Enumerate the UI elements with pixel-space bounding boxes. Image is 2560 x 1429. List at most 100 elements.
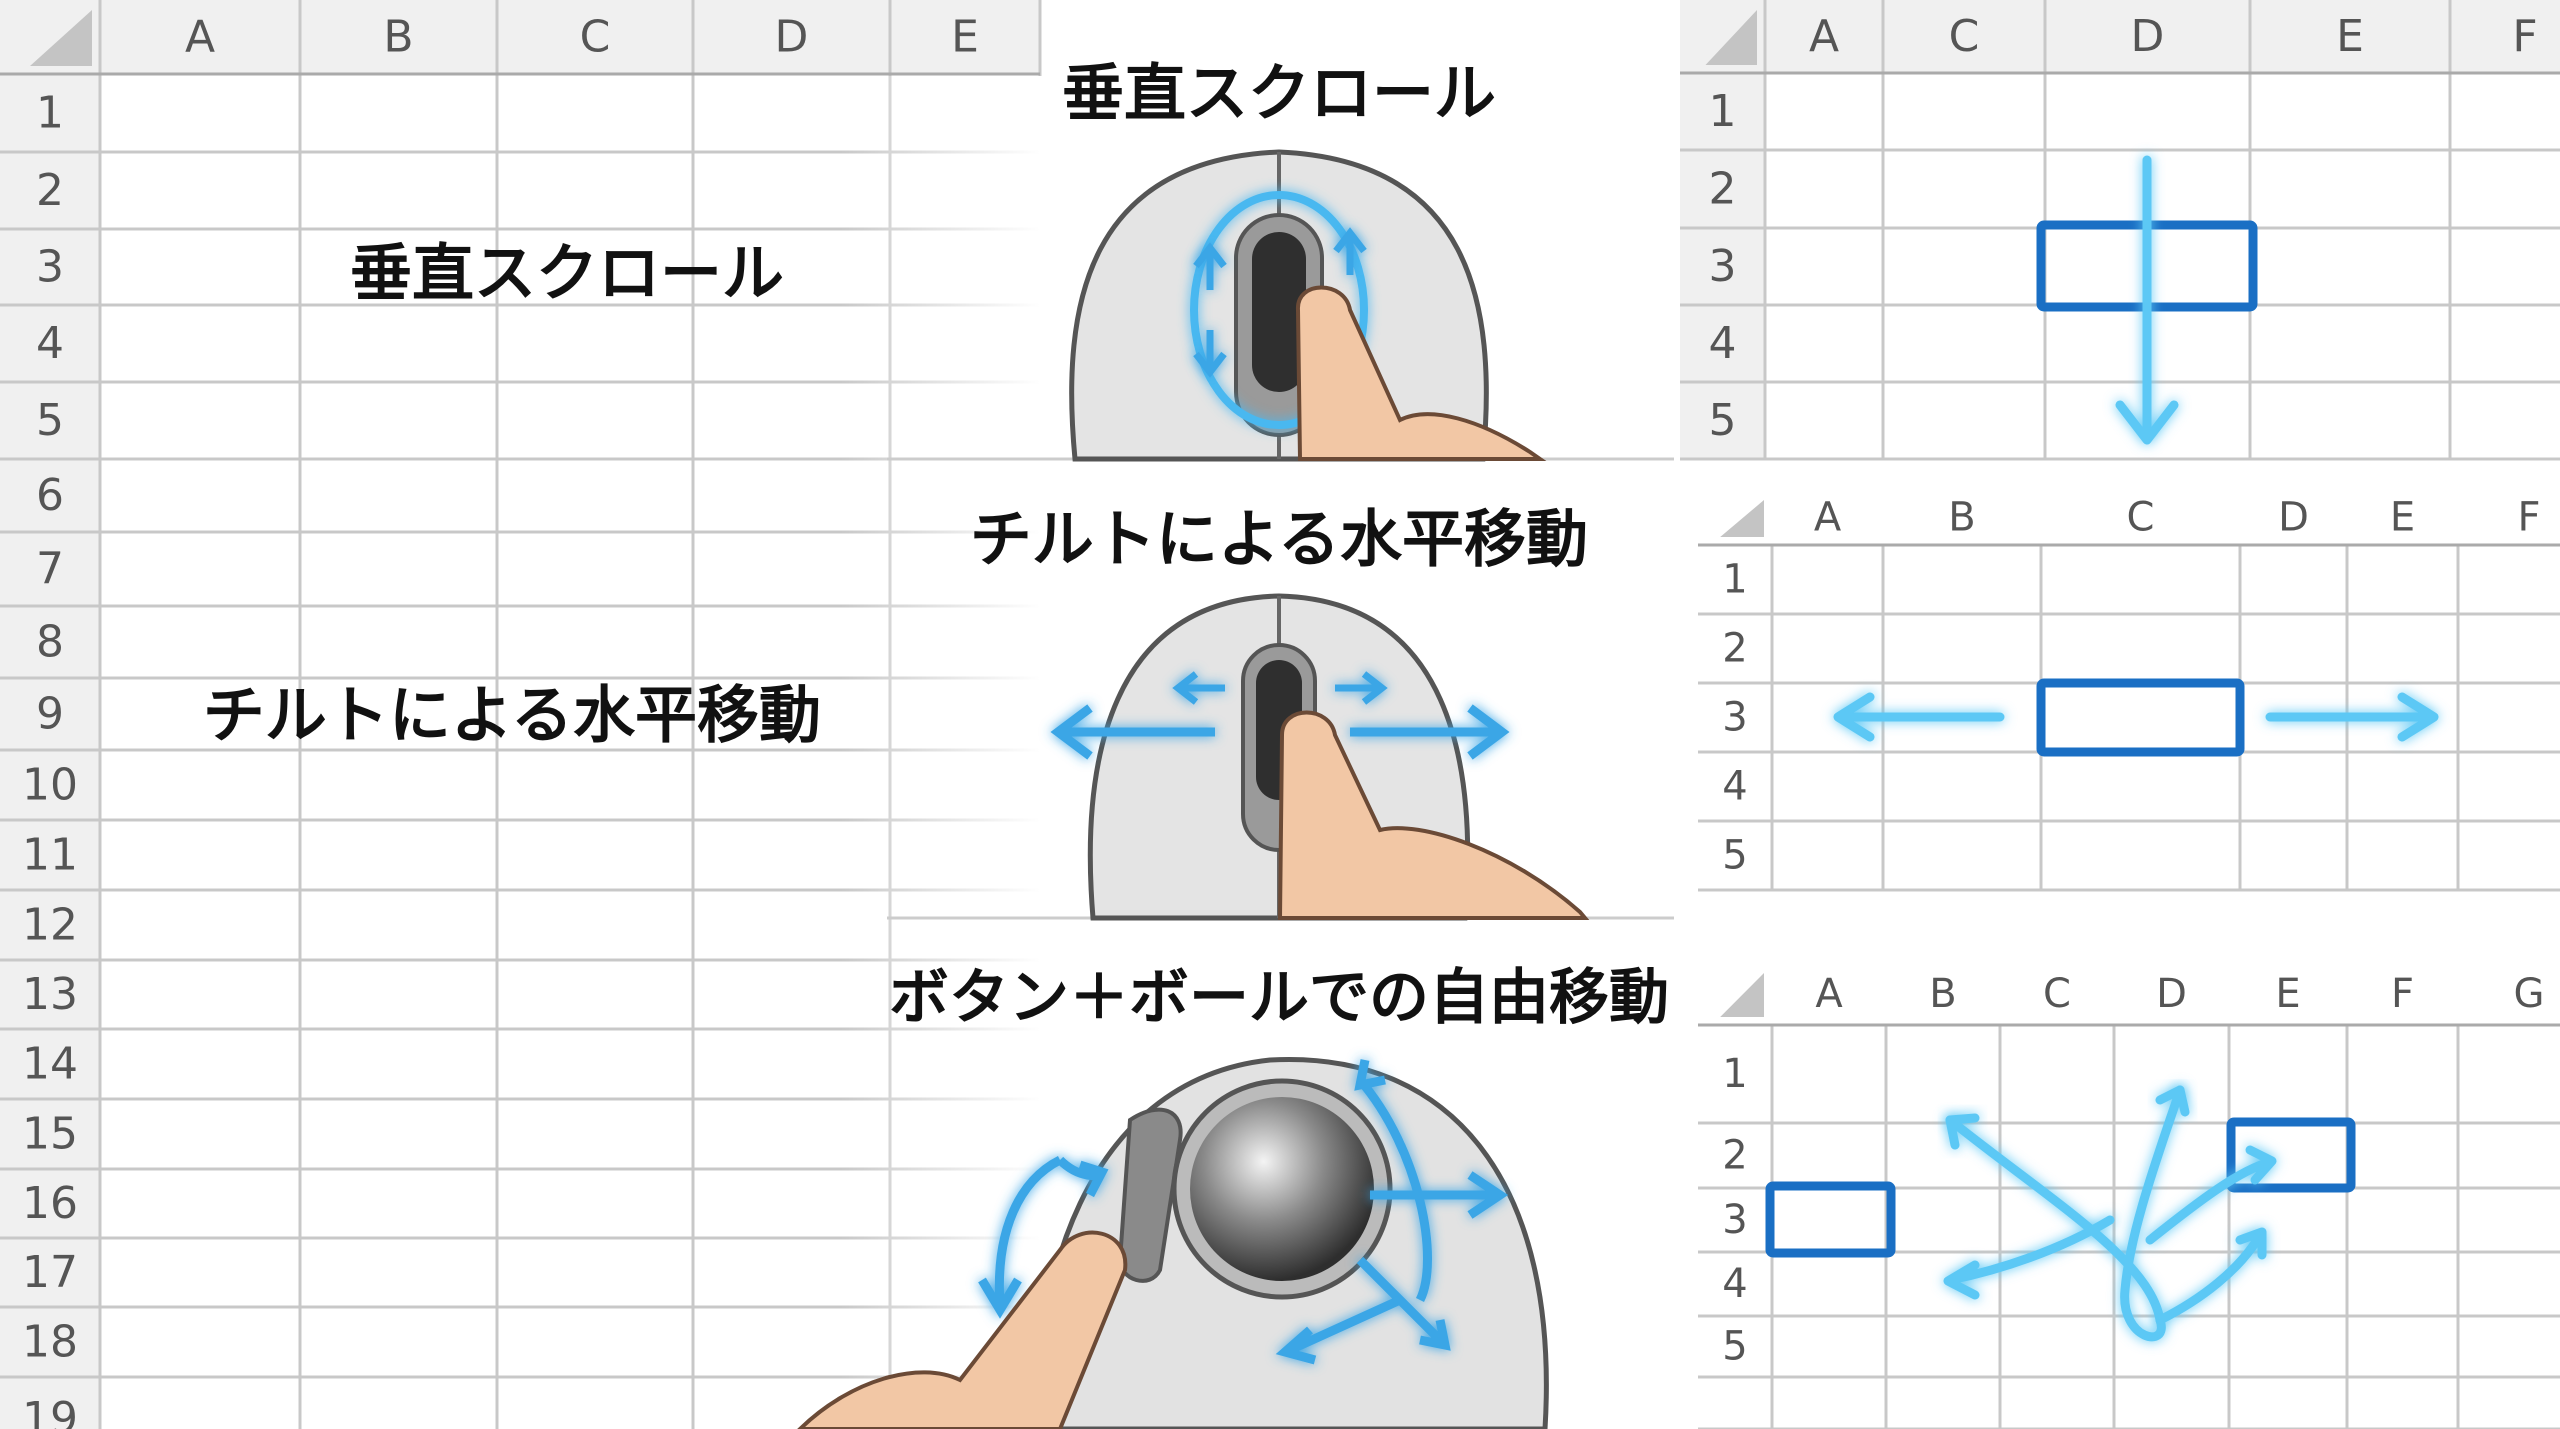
arrow-down-icon	[1193, 330, 1227, 378]
curved-arrow-icon	[1056, 1156, 1109, 1198]
row-header-3[interactable]: 3	[36, 242, 64, 293]
column-header-A[interactable]: A	[1815, 971, 1843, 1017]
mini-grid-free: A B C D E F G 1 2 3 4 5	[1698, 971, 2560, 1429]
row-header-3[interactable]: 3	[1709, 241, 1737, 292]
arrow-right-icon	[1350, 704, 1510, 760]
finger-icon	[1295, 285, 1547, 461]
row-header-2[interactable]: 2	[1709, 164, 1737, 215]
row-header-4[interactable]: 4	[36, 318, 64, 369]
column-header-C[interactable]: C	[1949, 11, 1980, 62]
row-header-5[interactable]: 5	[1709, 395, 1737, 446]
row-header-14[interactable]: 14	[22, 1039, 78, 1090]
row-header-13[interactable]: 13	[22, 969, 78, 1020]
column-header-C[interactable]: C	[2127, 495, 2155, 541]
row-header-3[interactable]: 3	[1722, 1197, 1747, 1243]
row-header-19[interactable]: 19	[22, 1393, 78, 1429]
column-header-E[interactable]: E	[2336, 11, 2364, 62]
column-header-F[interactable]: F	[2517, 495, 2540, 541]
column-header-C[interactable]: C	[2043, 971, 2071, 1017]
arrowhead-icon	[2155, 1085, 2190, 1117]
row-header-2[interactable]: 2	[36, 165, 64, 216]
row-header-17[interactable]: 17	[22, 1247, 78, 1298]
arrow-left-icon	[1050, 704, 1215, 760]
column-header-A[interactable]: A	[1814, 495, 1842, 541]
row-header-4[interactable]: 4	[1722, 1261, 1747, 1307]
finger-icon	[797, 1230, 1128, 1429]
column-header-F[interactable]: F	[2512, 11, 2537, 62]
column-header-B[interactable]: B	[1929, 971, 1956, 1017]
row-header-6[interactable]: 6	[36, 470, 64, 521]
mouse-tilt-illustration	[1050, 593, 1590, 921]
row-header-1[interactable]: 1	[1722, 557, 1747, 603]
arrow-diagonal-icon	[1275, 1295, 1402, 1365]
row-header-15[interactable]: 15	[22, 1109, 78, 1160]
column-header-G[interactable]: G	[2514, 971, 2545, 1017]
curve-arrow-icon	[1943, 1215, 2115, 1300]
row-header-18[interactable]: 18	[22, 1317, 78, 1368]
panel-title-free: ボタン＋ボールでの自由移動	[889, 963, 1669, 1033]
row-header-7[interactable]: 7	[36, 544, 64, 595]
selected-cell-box	[2226, 1117, 2356, 1193]
row-header-1[interactable]: 1	[1709, 86, 1737, 137]
curve-arrow-icon	[1945, 1085, 2185, 1342]
row-header-3[interactable]: 3	[1722, 695, 1747, 741]
mini-grid-tilt: A B C D E F 1 2 3 4 5	[1698, 495, 2560, 892]
row-header-5[interactable]: 5	[36, 395, 64, 446]
column-header-F[interactable]: F	[2391, 971, 2414, 1017]
row-header-8[interactable]: 8	[36, 617, 64, 668]
column-header-D[interactable]: D	[775, 12, 809, 63]
column-header-D[interactable]: D	[2156, 971, 2187, 1017]
row-header-2[interactable]: 2	[1722, 1133, 1747, 1179]
row-header-5[interactable]: 5	[1722, 1324, 1747, 1370]
column-header-E[interactable]: E	[2390, 495, 2415, 541]
row-header-5[interactable]: 5	[1722, 833, 1747, 879]
row-header-16[interactable]: 16	[22, 1178, 78, 1229]
arrow-right-icon	[1370, 1171, 1509, 1219]
column-header-B[interactable]: B	[1948, 495, 1975, 541]
row-header-1[interactable]: 1	[1722, 1051, 1747, 1097]
column-header-D[interactable]: D	[2278, 495, 2309, 541]
mini-grid-vertical: A C D E F 1 2 3 4 5	[1680, 0, 2560, 461]
select-all-corner[interactable]	[30, 10, 92, 66]
rotation-arrow-icon	[1190, 191, 1368, 429]
arrow-left-icon	[1833, 692, 2005, 742]
column-header-D[interactable]: D	[2131, 11, 2165, 62]
column-header-E[interactable]: E	[2275, 971, 2300, 1017]
label-tilt-horizontal: チルトによる水平移動	[203, 679, 821, 752]
row-header-4[interactable]: 4	[1709, 318, 1737, 369]
panel-title-vertical: 垂直スクロール	[1062, 57, 1496, 130]
column-header-B[interactable]: B	[383, 12, 413, 63]
row-header-4[interactable]: 4	[1722, 764, 1747, 810]
row-header-10[interactable]: 10	[22, 760, 78, 811]
select-all-corner[interactable]	[1720, 973, 1764, 1017]
column-header-A[interactable]: A	[185, 12, 215, 63]
curved-arrow-icon	[978, 1155, 1063, 1319]
curved-arrow-icon	[1354, 1059, 1432, 1303]
arrow-right-icon	[2265, 692, 2439, 742]
curve-arrow-icon	[2155, 1227, 2267, 1325]
column-header-A[interactable]: A	[1809, 11, 1839, 62]
fade-overlay	[840, 76, 1040, 1429]
arrow-down-icon	[2115, 155, 2179, 445]
row-header-2[interactable]: 2	[1722, 626, 1747, 672]
arrow-up-icon	[1333, 227, 1367, 275]
select-all-corner[interactable]	[1705, 10, 1758, 65]
row-header-11[interactable]: 11	[22, 830, 78, 881]
column-header-C[interactable]: C	[580, 12, 611, 63]
finger-icon	[1277, 710, 1590, 920]
arrow-right-icon	[1335, 671, 1388, 705]
arrowhead-icon	[1945, 1113, 1980, 1150]
arrow-up-icon	[1193, 242, 1227, 290]
row-header-12[interactable]: 12	[22, 900, 78, 951]
selected-cell-box	[2036, 678, 2245, 757]
row-header-9[interactable]: 9	[36, 689, 64, 740]
label-vertical-scroll: 垂直スクロール	[350, 237, 784, 310]
panel-title-tilt: チルトによる水平移動	[970, 503, 1588, 576]
row-header-1[interactable]: 1	[36, 88, 64, 139]
column-header-E[interactable]: E	[951, 12, 979, 63]
curve-arrow-icon	[2145, 1145, 2277, 1245]
select-all-corner[interactable]	[1720, 500, 1764, 537]
trackball-free-move-illustration	[797, 1056, 1549, 1429]
